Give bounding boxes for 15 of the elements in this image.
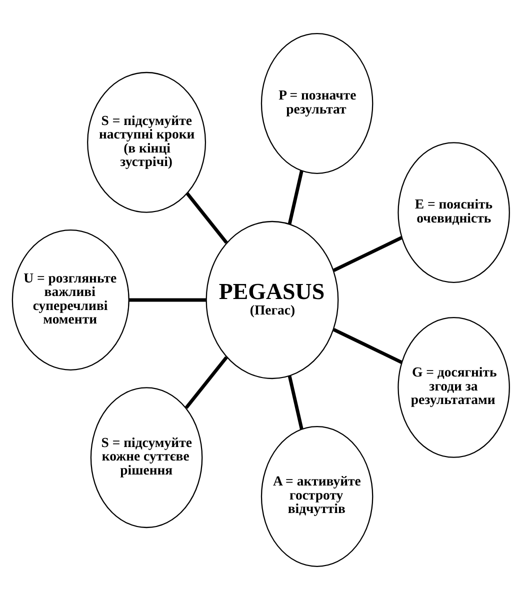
node-ellipse: P = позначте результат [260, 33, 374, 174]
node-ellipse: A = активуйте гостроту відчуттів [260, 426, 374, 567]
connector [186, 192, 228, 244]
connector [128, 298, 206, 302]
connector [288, 170, 304, 224]
node-ellipse: PEGASUS (Пегас) [206, 220, 339, 380]
node-ellipse: E = поясніть очевидність [398, 142, 510, 284]
connector [332, 328, 403, 364]
node-ellipse: S = підсумуйте наступні кроки (в кінці зустрічі) [87, 72, 206, 213]
connector [288, 376, 304, 430]
connector [184, 356, 228, 409]
node-ellipse: U = розгляньте важливі суперечливі моменти [12, 230, 130, 370]
node-ellipse: G = досягніть згоди за результатами [398, 316, 510, 458]
connector [332, 236, 403, 272]
node-ellipse: S = підсумуйте кожне суттєве рішення [90, 387, 203, 528]
